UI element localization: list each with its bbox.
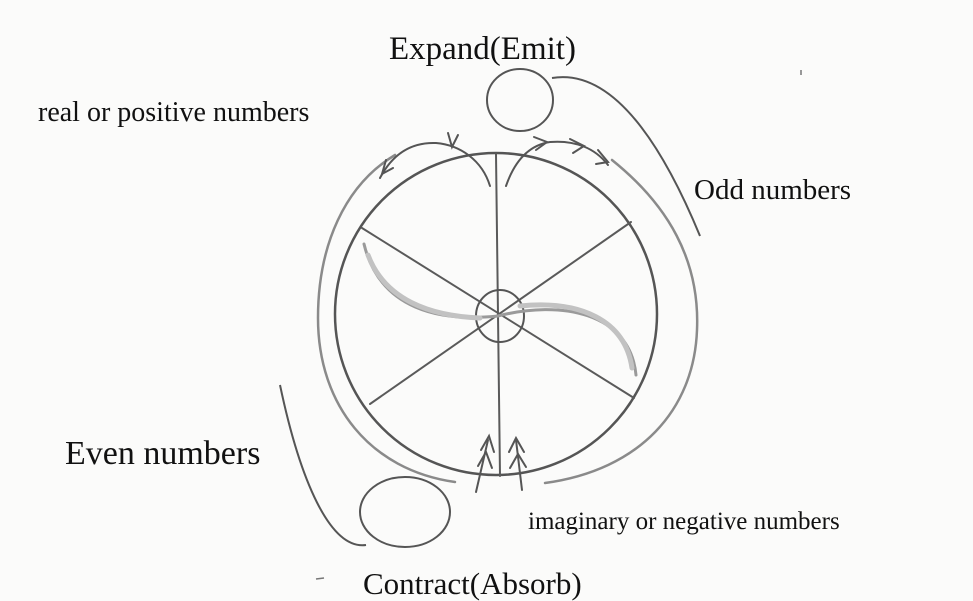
stray-mark [316, 578, 324, 579]
contract-loop [360, 477, 450, 547]
expand-loop [487, 69, 553, 131]
expand-label: Expand(Emit) [389, 33, 576, 66]
even-swoop [280, 385, 366, 545]
odd-numbers-label: Odd numbers [694, 176, 851, 205]
s-curve [364, 244, 636, 375]
even-numbers-label: Even numbers [65, 437, 260, 471]
real-positive-label: real or positive numbers [38, 99, 309, 127]
odd-swoop [552, 77, 700, 236]
real-arrows [380, 133, 490, 186]
odd-arrows [506, 137, 608, 186]
contract-label: Contract(Absorb) [363, 568, 582, 599]
imaginary-negative-label: imaginary or negative numbers [528, 509, 840, 534]
imaginary-arrows [476, 436, 526, 492]
